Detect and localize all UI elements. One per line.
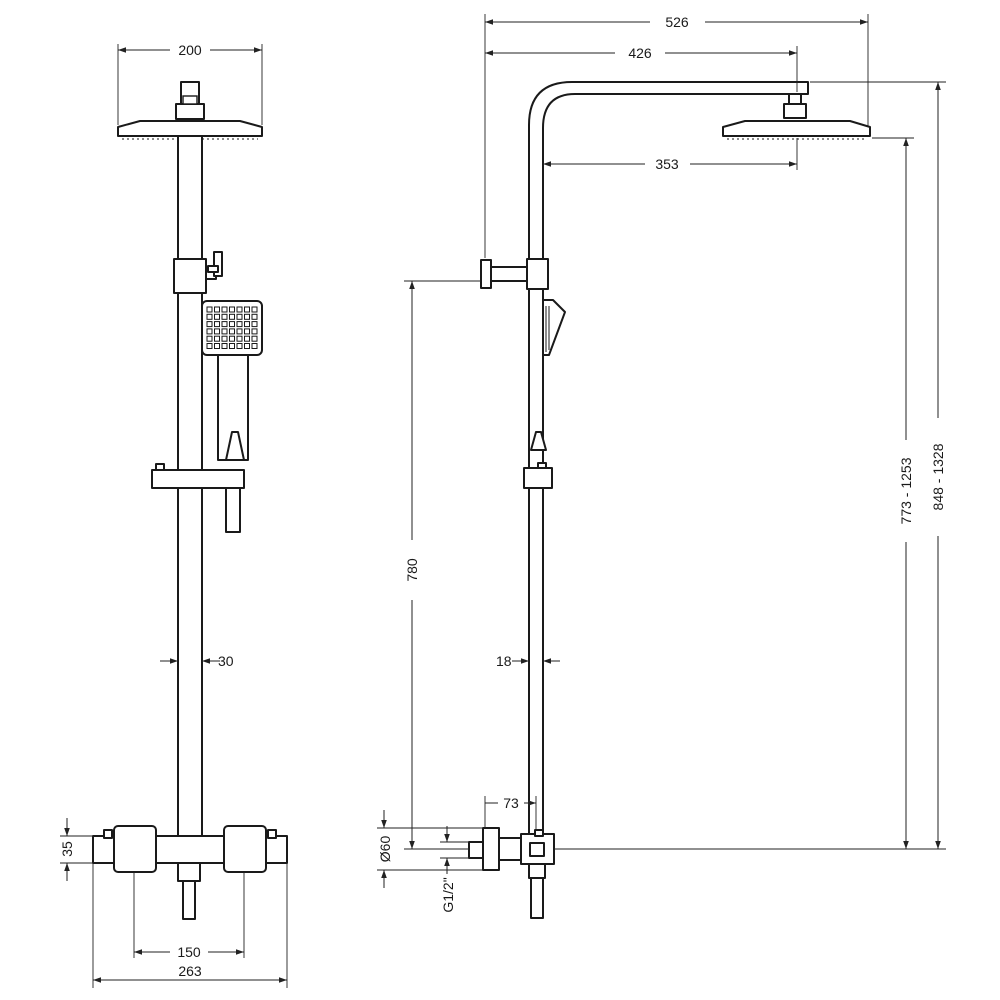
nozzle-cell bbox=[221, 313, 228, 320]
front-hand-shower bbox=[201, 300, 263, 533]
nozzle-cell bbox=[221, 321, 228, 328]
dim-side-riser: 18 bbox=[496, 653, 560, 669]
nozzle-cell bbox=[214, 321, 220, 328]
dim-side-outlet-diameter: Ø60 bbox=[377, 810, 483, 888]
nozzle-cell bbox=[236, 313, 243, 320]
dim-front-valve-height: 35 bbox=[59, 818, 93, 881]
side-wall-bracket bbox=[480, 258, 549, 290]
nozzle-cell bbox=[221, 328, 228, 335]
nozzle-cell bbox=[244, 335, 250, 342]
nozzle-cell bbox=[236, 335, 243, 342]
nozzle-cell bbox=[251, 328, 258, 335]
nozzle-cell bbox=[206, 306, 213, 313]
label-848-1328: 848 - 1328 bbox=[930, 443, 946, 510]
label-150: 150 bbox=[177, 944, 201, 960]
side-valve bbox=[468, 827, 555, 919]
label-773-1253: 773 - 1253 bbox=[898, 457, 914, 524]
label-526: 526 bbox=[665, 14, 689, 30]
nozzle-cell bbox=[221, 343, 228, 349]
front-slider-bracket bbox=[151, 463, 245, 489]
nozzle-cell bbox=[251, 306, 258, 313]
dim-side-bracket-height: 780 bbox=[404, 280, 481, 850]
side-hand-shower bbox=[530, 299, 566, 451]
dim-side-head-offset: 353 bbox=[543, 138, 798, 172]
side-shower-head bbox=[722, 93, 871, 140]
dim-side-inlet-thread: G1/2" bbox=[440, 826, 469, 913]
dim-front-inlet-centres: 150 bbox=[134, 944, 244, 960]
front-diverter bbox=[173, 251, 223, 294]
dim-side-head-height: 773 - 1253 bbox=[554, 137, 946, 850]
side-riser-arm bbox=[528, 81, 809, 837]
label-30: 30 bbox=[218, 653, 234, 669]
dim-side-valve-depth: 73 bbox=[484, 795, 537, 830]
nozzle-cell bbox=[206, 335, 213, 342]
nozzle-cell bbox=[229, 335, 235, 342]
side-view: 526 426 353 780 18 bbox=[377, 14, 946, 919]
label-263: 263 bbox=[178, 963, 202, 979]
label-353: 353 bbox=[655, 156, 679, 172]
front-valve bbox=[92, 825, 288, 958]
nozzle-cell bbox=[251, 321, 258, 328]
nozzle-cell bbox=[214, 306, 220, 313]
nozzle-cell bbox=[236, 328, 243, 335]
nozzle-cell bbox=[206, 328, 213, 335]
nozzle-cell bbox=[229, 343, 235, 349]
nozzle-cell bbox=[214, 328, 220, 335]
nozzle-cell bbox=[236, 321, 243, 328]
nozzle-cell bbox=[236, 306, 243, 313]
nozzle-cell bbox=[244, 313, 250, 320]
nozzle-cell bbox=[221, 306, 228, 313]
nozzle-cell bbox=[236, 343, 243, 349]
dim-side-total-projection: 526 bbox=[484, 14, 869, 258]
nozzle-cell bbox=[229, 306, 235, 313]
front-shower-head bbox=[117, 81, 263, 140]
nozzle-cell bbox=[229, 313, 235, 320]
label-35: 35 bbox=[59, 841, 75, 857]
dim-front-head-width: 200 bbox=[117, 42, 263, 125]
dim-side-arm-projection: 426 bbox=[485, 45, 798, 92]
nozzle-cell bbox=[244, 306, 250, 313]
label-18: 18 bbox=[496, 653, 512, 669]
dim-front-riser: 30 bbox=[160, 653, 234, 669]
label-o60: Ø60 bbox=[377, 836, 393, 863]
nozzle-cell bbox=[214, 343, 220, 349]
nozzle-cell bbox=[244, 343, 250, 349]
nozzle-cell bbox=[206, 321, 213, 328]
nozzle-cell bbox=[244, 328, 250, 335]
nozzle-cell bbox=[229, 328, 235, 335]
nozzle-cell bbox=[251, 313, 258, 320]
nozzle-cell bbox=[206, 343, 213, 349]
front-view: 200 30 35 150 263 bbox=[59, 42, 288, 988]
nozzle-cell bbox=[214, 335, 220, 342]
dim-front-valve-width: 263 bbox=[92, 863, 288, 988]
nozzle-cell bbox=[206, 313, 213, 320]
nozzle-cell bbox=[251, 343, 258, 349]
label-73: 73 bbox=[503, 795, 519, 811]
nozzle-cell bbox=[221, 335, 228, 342]
label-780: 780 bbox=[404, 558, 420, 582]
label-200: 200 bbox=[178, 42, 202, 58]
nozzle-cell bbox=[214, 313, 220, 320]
dim-side-overall-height: 848 - 1328 bbox=[810, 81, 946, 849]
nozzle-cell bbox=[251, 335, 258, 342]
side-slider-bracket bbox=[523, 462, 553, 489]
nozzle-cell bbox=[229, 321, 235, 328]
label-426: 426 bbox=[628, 45, 652, 61]
nozzle-cell bbox=[244, 321, 250, 328]
label-g12: G1/2" bbox=[440, 877, 456, 912]
